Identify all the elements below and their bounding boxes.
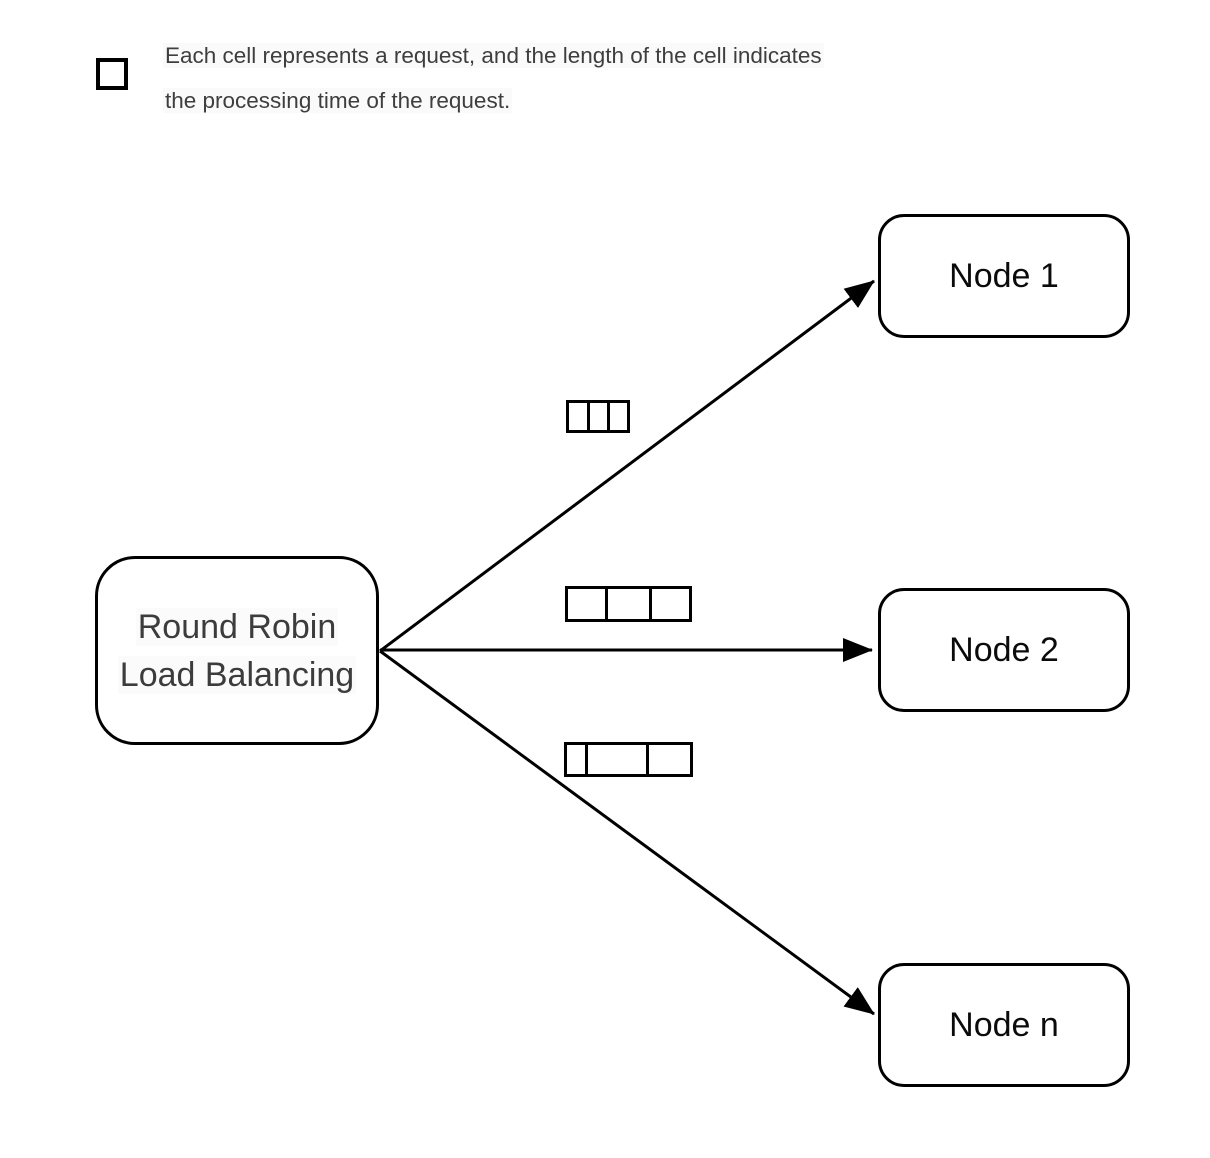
legend-line-2: the processing time of the request.: [163, 88, 513, 113]
request-queue-node-n: [564, 742, 693, 777]
request-cell: [610, 403, 627, 430]
load-balancer-box: Round Robin Load Balancing: [95, 556, 379, 745]
request-cell: [608, 589, 652, 619]
request-queue-node-2: [565, 586, 692, 622]
node-2-label: Node 2: [949, 630, 1059, 669]
cell-square-icon: [96, 58, 128, 90]
request-cell: [569, 403, 591, 430]
legend-line-1: Each cell represents a request, and the …: [163, 43, 824, 68]
load-balancer-label-line-2: Load Balancing: [117, 655, 357, 694]
node-n-box: Node n: [878, 963, 1130, 1087]
request-cell: [651, 589, 689, 619]
request-cell: [567, 745, 589, 774]
node-1-label: Node 1: [949, 256, 1059, 295]
request-queue-node-1: [566, 400, 630, 433]
request-cell: [590, 403, 611, 430]
request-cell: [568, 589, 609, 619]
node-2-box: Node 2: [878, 588, 1130, 712]
legend-text: Each cell represents a request, and the …: [163, 33, 824, 123]
load-balancer-label-line-1: Round Robin: [135, 607, 339, 646]
node-n-label: Node n: [949, 1005, 1059, 1044]
request-cell: [588, 745, 650, 774]
arrow-to-node-n: [379, 649, 875, 1016]
node-1-box: Node 1: [878, 214, 1130, 338]
request-cell: [649, 745, 690, 774]
